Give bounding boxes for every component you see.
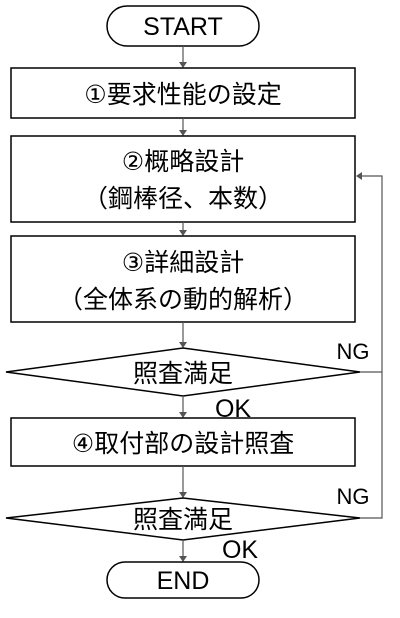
start-label: START xyxy=(143,13,223,41)
end-terminator: END xyxy=(106,561,260,599)
decision2-label: 照査満足 xyxy=(133,505,233,534)
end-shape xyxy=(106,561,260,599)
ng-loop-decision2 xyxy=(360,372,383,519)
decision2-ok-label: OK xyxy=(222,536,258,564)
decision1-diamond: 照査満足 xyxy=(5,347,361,397)
step2-box: ②概略設計 （鋼棒径、本数） xyxy=(10,135,356,223)
arrowhead xyxy=(179,342,187,348)
step1-shape xyxy=(10,67,356,119)
arrowhead xyxy=(179,230,187,236)
start-terminator: START xyxy=(106,5,260,47)
step3-box: ③詳細設計 （全体系の動的解析） xyxy=(10,235,356,323)
step4-shape xyxy=(10,417,356,467)
arrowhead xyxy=(179,412,187,418)
step1-label: ①要求性能の設定 xyxy=(84,80,281,109)
decision2-diamond: 照査満足 xyxy=(5,497,361,541)
arrowhead xyxy=(179,130,187,136)
step4-label: ④取付部の設計照査 xyxy=(72,429,294,458)
decision1-ng-label: NG xyxy=(337,339,370,364)
step3-title: ③詳細設計 xyxy=(122,248,244,277)
step1-box: ①要求性能の設定 xyxy=(10,67,356,119)
decision1-label: 照査満足 xyxy=(133,359,233,388)
arrowhead xyxy=(356,172,362,180)
step3-subtitle: （全体系の動的解析） xyxy=(58,285,308,314)
decision2-ng-label: NG xyxy=(337,484,370,509)
arrowhead xyxy=(179,556,187,562)
arrowhead xyxy=(179,492,187,498)
step3-shape xyxy=(10,235,356,323)
step4-box: ④取付部の設計照査 xyxy=(10,417,356,467)
step2-title: ②概略設計 xyxy=(122,147,244,176)
arrowhead xyxy=(179,62,187,68)
ng-loop-decision1-to-step2 xyxy=(360,175,383,373)
step2-subtitle: （鋼棒径、本数） xyxy=(83,184,283,213)
end-label: END xyxy=(157,567,210,595)
